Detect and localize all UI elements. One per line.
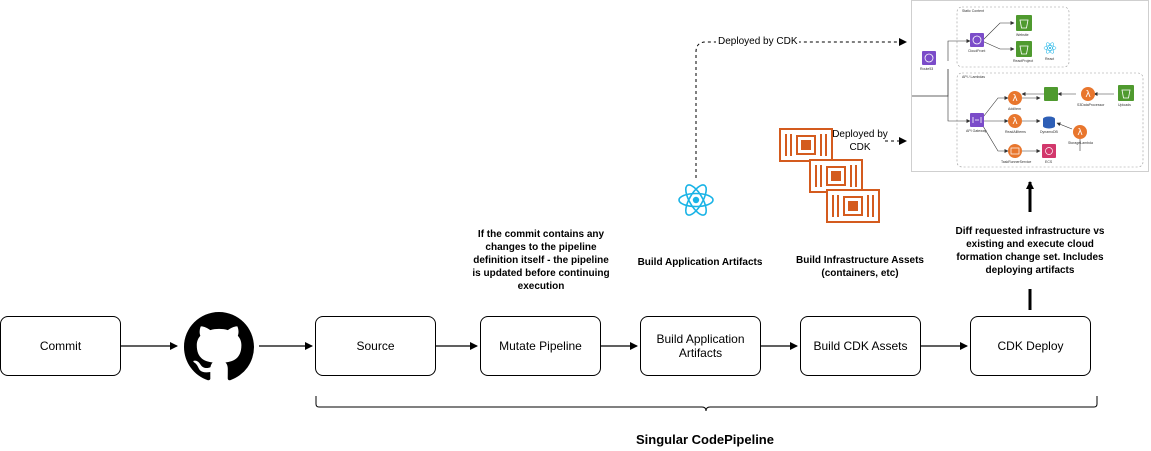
static-content-group-label: Static Content bbox=[962, 9, 984, 13]
infra-deployed-by-cdk-label: Deployed by CDK bbox=[832, 129, 888, 153]
cloudfront-label: CloudFront bbox=[968, 49, 986, 53]
container-image-icon bbox=[809, 159, 863, 193]
svg-text:λ: λ bbox=[1012, 94, 1018, 104]
lambda-additem-icon bbox=[1008, 91, 1022, 105]
pipeline-group-brace bbox=[315, 396, 1098, 412]
route53-link bbox=[912, 69, 949, 97]
app-deployed-by-cdk-label: Deployed by CDK bbox=[716, 36, 800, 48]
svg-text:λ: λ bbox=[1012, 117, 1018, 127]
dynamodb-label: DynamoDB bbox=[1040, 130, 1058, 134]
cloudfront-icon bbox=[970, 33, 984, 47]
build-cdk-assets-stage-label: Build CDK Assets bbox=[813, 339, 908, 353]
mutate-pipeline-note: If the commit contains any changes to th… bbox=[472, 229, 610, 292]
lambda-readall-icon bbox=[1008, 114, 1022, 128]
react-logo-icon bbox=[678, 184, 714, 216]
arrow-app-deployed bbox=[695, 38, 907, 178]
pipeline-group-label: Singular CodePipeline bbox=[636, 432, 774, 447]
s3-bucket-icon bbox=[1044, 87, 1058, 101]
s3-website-icon bbox=[1016, 15, 1032, 31]
react-label: React bbox=[1045, 57, 1055, 61]
architecture-diagram-drawing: λ λ λ λ bbox=[912, 6, 1144, 168]
lambda-processor-label: S3DataProcessor bbox=[1077, 103, 1105, 107]
route53-icon bbox=[922, 51, 936, 65]
build-application-artifacts-stage: Build Application Artifacts bbox=[640, 316, 761, 376]
build-application-artifacts-stage-label: Build Application Artifacts bbox=[656, 332, 745, 360]
route53-label: Route53 bbox=[920, 67, 934, 71]
mutate-pipeline-stage: Mutate Pipeline bbox=[480, 316, 601, 376]
svg-text:λ: λ bbox=[1085, 90, 1091, 100]
cdk-deploy-note: Diff requested infrastructure vs existin… bbox=[955, 226, 1105, 276]
static-content-group bbox=[956, 6, 1070, 68]
uploads-bucket-label: Uploads bbox=[1118, 103, 1131, 107]
container-image-icon bbox=[779, 128, 833, 162]
website-bucket-label: Website bbox=[1016, 33, 1029, 37]
build-infra-note: Build Infrastructure Assets (containers,… bbox=[796, 255, 924, 279]
lambda-storage-label: StorageLambda bbox=[1068, 141, 1093, 145]
architecture-diagram-thumbnail: λ λ λ λ Static Content API / Lambdas Rou… bbox=[911, 0, 1149, 172]
source-stage-label: Source bbox=[356, 339, 395, 353]
task-service-icon bbox=[1008, 144, 1022, 158]
react-bucket-label: ReactProject bbox=[1013, 59, 1034, 63]
build-app-note: Build Application Artifacts bbox=[637, 257, 763, 268]
api-lambdas-group-label: API / Lambdas bbox=[962, 75, 985, 79]
build-cdk-assets-stage: Build CDK Assets bbox=[800, 316, 921, 376]
lambda-processor-icon bbox=[1081, 87, 1095, 101]
s3-uploads-icon bbox=[1118, 85, 1134, 101]
ecs-label: ECS bbox=[1045, 160, 1053, 164]
lambda-readall-label: ReadAllItems bbox=[1005, 130, 1026, 134]
commit-stage-label: Commit bbox=[39, 339, 82, 353]
commit-stage: Commit bbox=[0, 316, 121, 376]
github-logo-icon bbox=[184, 312, 254, 381]
ecs-icon bbox=[1042, 144, 1056, 158]
source-stage: Source bbox=[315, 316, 436, 376]
container-image-icon bbox=[826, 189, 880, 223]
svg-text:λ: λ bbox=[1077, 128, 1083, 138]
cdk-deploy-stage: CDK Deploy bbox=[970, 316, 1091, 376]
lambda-storage-icon bbox=[1073, 125, 1087, 139]
cdk-deploy-stage-label: CDK Deploy bbox=[997, 339, 1064, 353]
mutate-pipeline-stage-label: Mutate Pipeline bbox=[499, 339, 582, 353]
api-lambdas-group bbox=[956, 72, 1144, 168]
lambda-additem-label: AddItem bbox=[1008, 107, 1022, 111]
task-service-label: TaskRunnerService bbox=[1001, 160, 1032, 164]
s3-react-icon bbox=[1016, 41, 1032, 57]
api-gateway-label: API Gateway bbox=[966, 129, 987, 133]
thumb-react-icon bbox=[1043, 42, 1057, 54]
